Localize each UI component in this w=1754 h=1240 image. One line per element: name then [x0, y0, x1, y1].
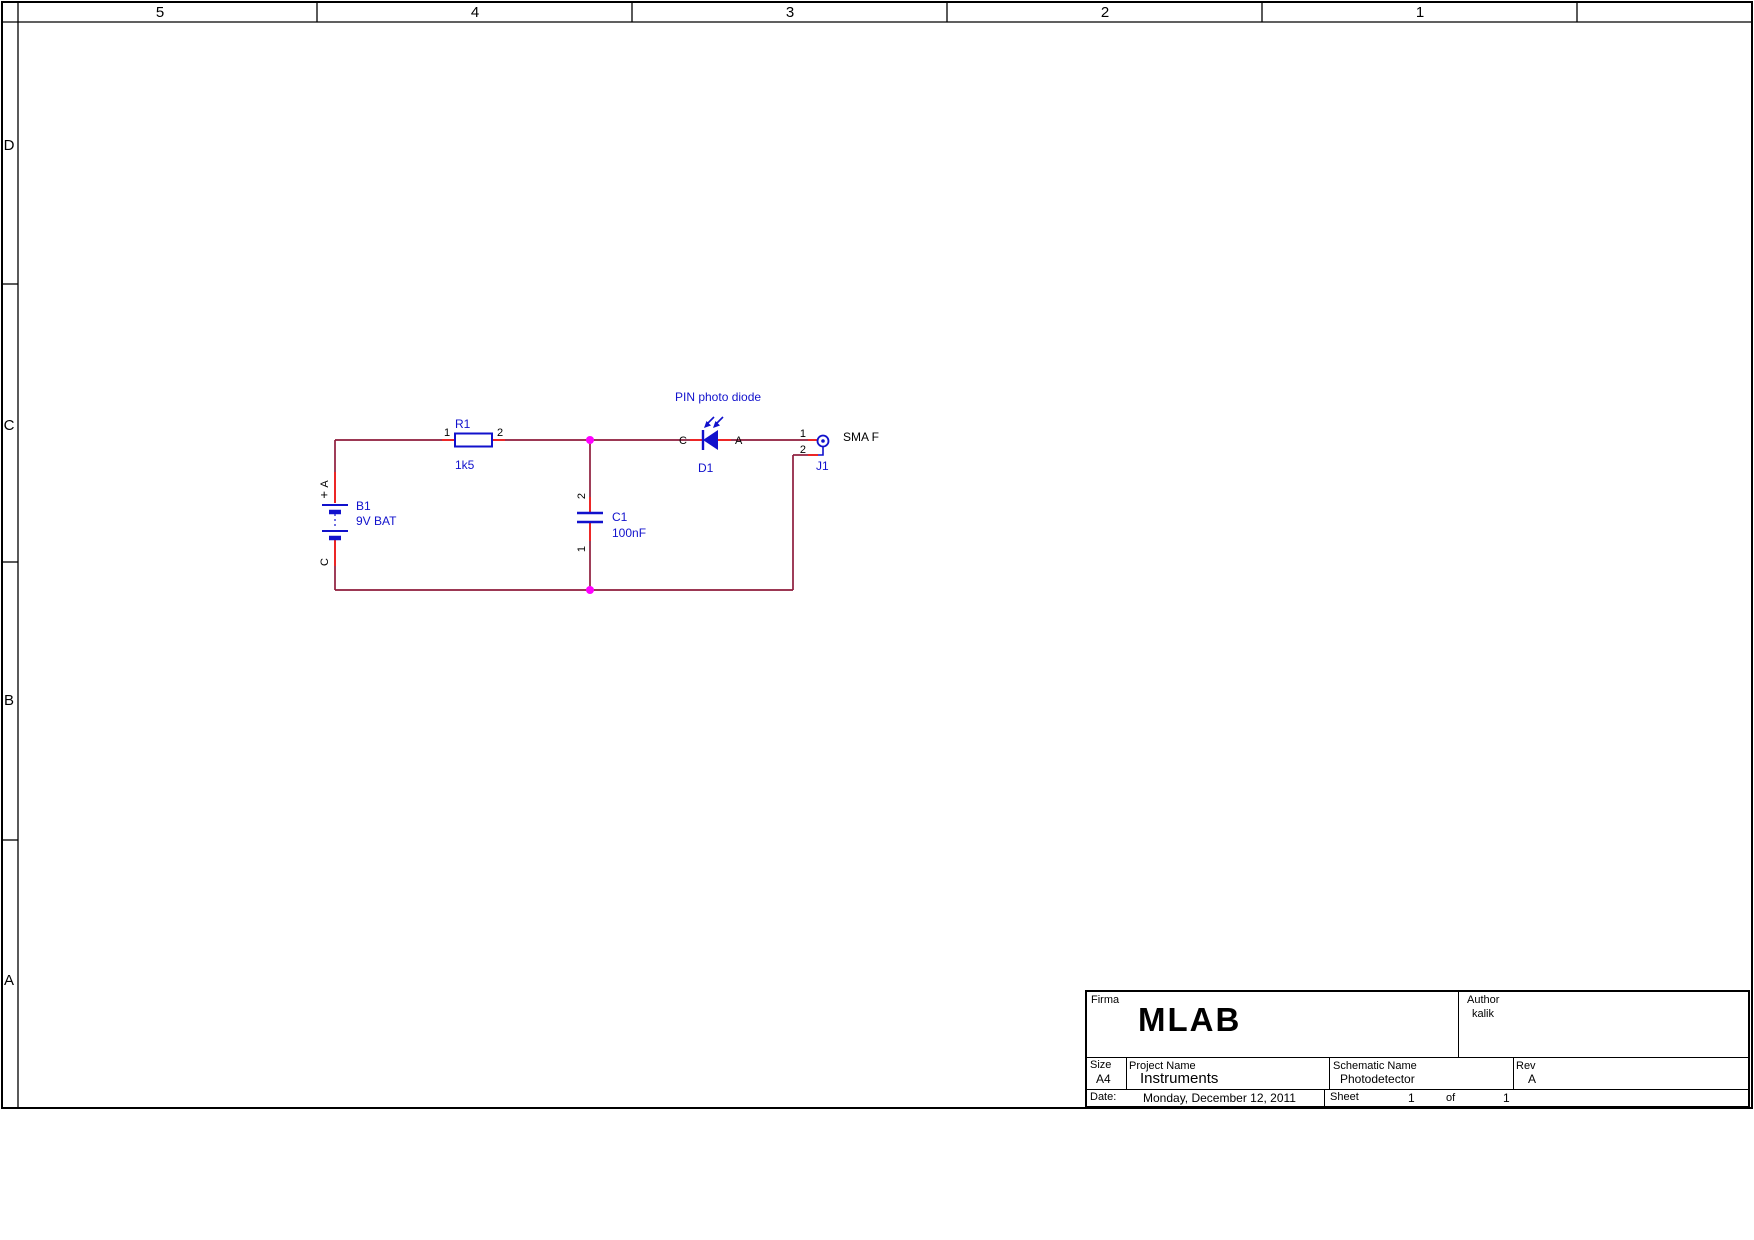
project-name: Instruments: [1140, 1070, 1219, 1087]
schematic-labels: PIN photo diode R1 1k5 1 2 C A D1 1 2 SM…: [319, 390, 879, 566]
author-name: kalik: [1472, 1008, 1495, 1020]
r1-reference: R1: [455, 417, 471, 431]
capacitor-c1: [577, 511, 603, 524]
ruler-row-label: B: [4, 692, 14, 709]
j1-reference: J1: [816, 459, 829, 473]
title-block-date-cell: Date: Monday, December 12, 2011: [1087, 1090, 1325, 1106]
schematic-name-label: Schematic Name: [1333, 1060, 1417, 1072]
r1-pin1-number: 1: [444, 427, 450, 439]
author-label: Author: [1467, 994, 1500, 1006]
project-name-label: Project Name: [1129, 1060, 1196, 1072]
j1-pin2-number: 2: [800, 444, 806, 456]
sheet-label: Sheet: [1330, 1091, 1359, 1103]
c1-pin2-number: 2: [576, 493, 588, 499]
rev-label: Rev: [1516, 1060, 1536, 1072]
firma-label: Firma: [1091, 994, 1120, 1006]
sheet-frame: [1, 1, 1753, 1109]
light-arrow-head: [713, 421, 720, 428]
connector-j1: [816, 434, 830, 456]
pin-stubs: [334, 439, 818, 566]
c1-value: 100nF: [612, 526, 646, 540]
ruler-row-label: A: [4, 972, 14, 989]
b1-pin-c-name: C: [319, 558, 331, 566]
schematic-name: Photodetector: [1340, 1072, 1415, 1086]
r1-value: 1k5: [455, 458, 475, 472]
junction-dot: [586, 436, 594, 444]
d1-cathode-pin-name: C: [679, 435, 687, 447]
j1-pin1-number: 1: [800, 428, 806, 440]
date-label: Date:: [1090, 1091, 1117, 1103]
resistor-body: [454, 432, 493, 448]
title-block-schematic-cell: Schematic Name Photodetector: [1330, 1058, 1514, 1090]
diode-triangle: [703, 430, 718, 450]
sheet-total: 1: [1503, 1091, 1510, 1105]
connector-center-pin: [821, 439, 825, 443]
ruler-col-label: 5: [156, 4, 164, 21]
ruler-col-label: 4: [471, 4, 479, 21]
sheet-size: A4: [1096, 1072, 1111, 1086]
ruler-col-label: 2: [1101, 4, 1109, 21]
frame-border: [1, 1, 1753, 1109]
c1-reference: C1: [612, 510, 628, 524]
b1-plus-mark: +: [320, 487, 328, 502]
resistor-r1: [454, 432, 493, 448]
title-block-author-cell: Author kalik: [1459, 992, 1748, 1058]
ruler-col-label: 1: [1416, 4, 1424, 21]
title-block-rev-cell: Rev A: [1514, 1058, 1748, 1090]
net-wires: [334, 439, 808, 591]
ruler-row-label: C: [4, 417, 15, 434]
connector-shield-lead: [818, 447, 824, 456]
j1-value: SMA F: [843, 430, 879, 444]
battery-b1: [322, 504, 348, 541]
ruler-labels: 5 4 3 2 1 D C B A: [4, 4, 1425, 989]
b1-value: 9V BAT: [356, 514, 397, 528]
title-block-size-cell: Size A4: [1087, 1058, 1127, 1090]
d1-annotation: PIN photo diode: [675, 390, 761, 404]
title-block-sheet-cell: Sheet 1 of 1: [1325, 1090, 1748, 1106]
d1-anode-pin-name: A: [735, 435, 743, 447]
date-value: Monday, December 12, 2011: [1143, 1091, 1296, 1105]
title-block-project-cell: Project Name Instruments: [1127, 1058, 1330, 1090]
title-block-company-cell: Firma MLAB: [1087, 992, 1459, 1058]
r1-pin2-number: 2: [497, 427, 503, 439]
b1-pin-a-name: A: [319, 480, 331, 488]
sheet-number: 1: [1408, 1091, 1415, 1105]
revision: A: [1528, 1072, 1537, 1086]
sheet-of-label: of: [1446, 1092, 1456, 1104]
size-label: Size: [1090, 1059, 1112, 1071]
ruler-row-label: D: [4, 137, 15, 154]
junction-dot: [586, 586, 594, 594]
c1-pin1-number: 1: [576, 546, 588, 552]
b1-reference: B1: [356, 499, 371, 513]
company-name: MLAB: [1138, 1001, 1242, 1038]
ruler-col-label: 3: [786, 4, 794, 21]
photodiode-d1: [701, 416, 724, 450]
d1-reference: D1: [698, 461, 714, 475]
title-block: Firma MLAB Author kalik Size A4 Project …: [1085, 990, 1750, 1108]
light-arrow-head: [704, 421, 711, 428]
